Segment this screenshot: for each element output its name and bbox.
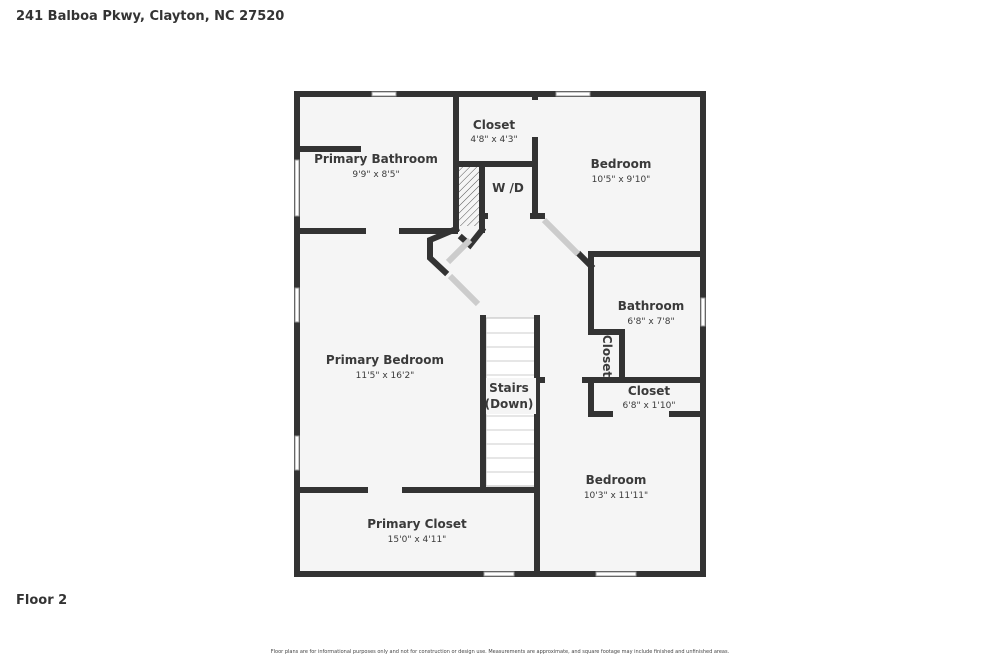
svg-text:Bedroom: Bedroom — [591, 157, 652, 171]
property-address: 241 Balboa Pkwy, Clayton, NC 27520 — [16, 9, 285, 24]
svg-text:(Down): (Down) — [485, 397, 534, 411]
svg-text:Closet: Closet — [628, 384, 670, 398]
walls — [294, 91, 706, 577]
room-bathroom: Bathroom 6'8" x 7'8" — [618, 299, 684, 327]
svg-text:Bathroom: Bathroom — [618, 299, 684, 313]
svg-text:Stairs: Stairs — [489, 381, 529, 395]
svg-text:Primary Bathroom: Primary Bathroom — [314, 152, 438, 166]
svg-text:Primary Bedroom: Primary Bedroom — [326, 353, 444, 367]
room-primary-bedroom: Primary Bedroom 11'5" x 16'2" — [326, 353, 444, 381]
room-washer-dryer: W /D — [492, 181, 524, 195]
svg-text:10'5" x 9'10": 10'5" x 9'10" — [592, 175, 651, 185]
doors — [445, 217, 581, 307]
room-bedroom-bottom: Bedroom 10'3" x 11'11" — [584, 473, 648, 501]
svg-text:Bedroom: Bedroom — [586, 473, 647, 487]
svg-text:W /D: W /D — [492, 181, 524, 195]
floor-label: Floor 2 — [16, 593, 68, 608]
svg-text:Closet: Closet — [600, 335, 614, 377]
room-closet-small: Closet — [600, 335, 614, 377]
chase-hatch — [459, 166, 479, 226]
svg-text:9'9" x 8'5": 9'9" x 8'5" — [352, 170, 399, 180]
svg-text:Primary Closet: Primary Closet — [367, 517, 467, 531]
windows — [294, 91, 706, 577]
room-closet-top: Closet 4'8" x 4'3" — [470, 118, 517, 145]
svg-text:10'3" x 11'11": 10'3" x 11'11" — [584, 491, 648, 501]
svg-text:4'8" x 4'3": 4'8" x 4'3" — [470, 135, 517, 145]
room-closet-right: Closet 6'8" x 1'10" — [623, 384, 676, 411]
disclaimer: Floor plans are for informational purpos… — [270, 649, 730, 655]
room-primary-closet: Primary Closet 15'0" x 4'11" — [367, 517, 467, 545]
room-bedroom-top: Bedroom 10'5" x 9'10" — [591, 157, 652, 185]
room-primary-bathroom: Primary Bathroom 9'9" x 8'5" — [314, 152, 438, 180]
svg-text:15'0" x 4'11": 15'0" x 4'11" — [388, 535, 447, 545]
svg-text:6'8" x 7'8": 6'8" x 7'8" — [627, 317, 674, 327]
svg-text:11'5" x 16'2": 11'5" x 16'2" — [356, 371, 415, 381]
svg-text:Closet: Closet — [473, 118, 515, 132]
stair-treads — [486, 332, 536, 473]
room-stairs: Stairs (Down) — [485, 378, 536, 414]
svg-text:6'8" x 1'10": 6'8" x 1'10" — [623, 401, 676, 411]
